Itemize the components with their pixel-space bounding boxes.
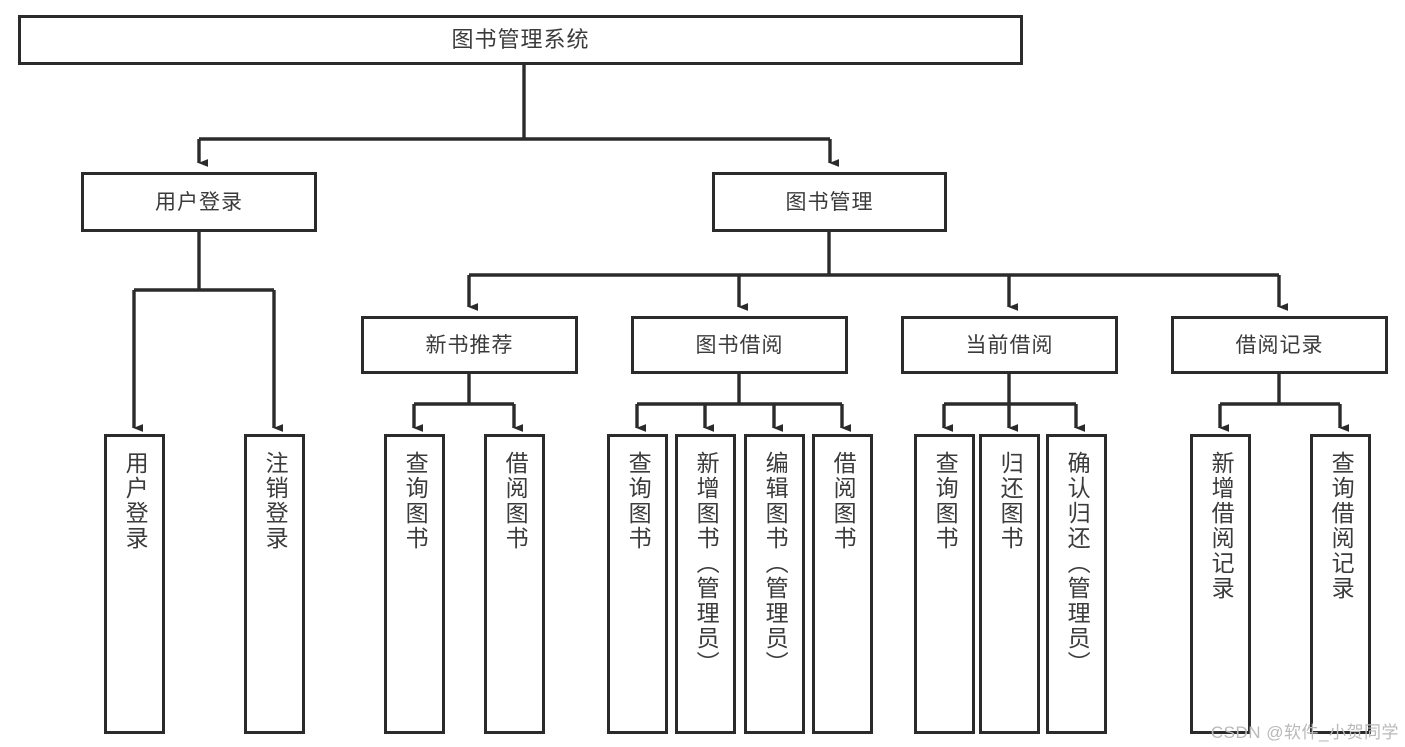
node-borrow-record[interactable]: 借阅记录 — [1171, 316, 1388, 374]
node-leaf-rec-borrow-book[interactable]: 借阅图书 — [484, 434, 545, 734]
node-leaf-rec-query-book[interactable]: 查询图书 — [384, 434, 445, 734]
node-leaf-cb-query-book-label: 查询图书 — [932, 451, 959, 551]
node-leaf-bb-query-book-label: 查询图书 — [625, 451, 652, 551]
node-leaf-bb-borrow-book-label: 借阅图书 — [830, 451, 857, 551]
node-book-borrow-label: 图书借阅 — [695, 333, 784, 357]
node-leaf-cb-return-book-label: 归还图书 — [997, 451, 1024, 551]
node-book-borrow[interactable]: 图书借阅 — [631, 316, 848, 374]
node-leaf-cb-query-book[interactable]: 查询图书 — [914, 434, 975, 734]
node-leaf-br-query-record-label: 查询借阅记录 — [1328, 451, 1355, 601]
node-leaf-cb-return-book[interactable]: 归还图书 — [979, 434, 1040, 734]
node-leaf-br-add-record[interactable]: 新增借阅记录 — [1190, 434, 1251, 734]
node-leaf-bb-edit-book-label: 编辑图书（管理员） — [762, 451, 789, 676]
watermark: CSDN @软件_小贺同学 — [1210, 723, 1399, 742]
node-leaf-bb-add-book[interactable]: 新增图书（管理员） — [675, 434, 736, 734]
node-root[interactable]: 图书管理系统 — [18, 15, 1023, 65]
node-leaf-bb-query-book[interactable]: 查询图书 — [607, 434, 668, 734]
node-leaf-br-add-record-label: 新增借阅记录 — [1208, 451, 1235, 601]
node-leaf-user-logout-label: 注销登录 — [262, 451, 289, 551]
node-leaf-br-query-record[interactable]: 查询借阅记录 — [1310, 434, 1371, 734]
node-leaf-rec-borrow-book-label: 借阅图书 — [502, 451, 529, 551]
node-leaf-user-login-label: 用户登录 — [122, 451, 149, 551]
node-user-login-label: 用户登录 — [155, 190, 243, 214]
node-leaf-bb-borrow-book[interactable]: 借阅图书 — [812, 434, 873, 734]
node-user-login[interactable]: 用户登录 — [81, 172, 317, 232]
node-borrow-record-label: 借阅记录 — [1235, 333, 1324, 357]
node-leaf-user-logout[interactable]: 注销登录 — [244, 434, 305, 734]
node-leaf-user-login[interactable]: 用户登录 — [104, 434, 165, 734]
node-new-book-rec[interactable]: 新书推荐 — [361, 316, 578, 374]
node-leaf-cb-confirm-return[interactable]: 确认归还（管理员） — [1046, 434, 1107, 734]
node-book-manage[interactable]: 图书管理 — [712, 172, 947, 232]
node-leaf-cb-confirm-return-label: 确认归还（管理员） — [1064, 451, 1091, 676]
node-current-borrow-label: 当前借阅 — [965, 333, 1054, 357]
node-leaf-bb-edit-book[interactable]: 编辑图书（管理员） — [744, 434, 805, 734]
node-current-borrow[interactable]: 当前借阅 — [901, 316, 1118, 374]
node-book-manage-label: 图书管理 — [785, 190, 874, 214]
node-leaf-bb-add-book-label: 新增图书（管理员） — [693, 451, 720, 676]
node-root-label: 图书管理系统 — [451, 27, 590, 52]
node-leaf-rec-query-book-label: 查询图书 — [402, 451, 429, 551]
node-new-book-rec-label: 新书推荐 — [425, 333, 514, 357]
